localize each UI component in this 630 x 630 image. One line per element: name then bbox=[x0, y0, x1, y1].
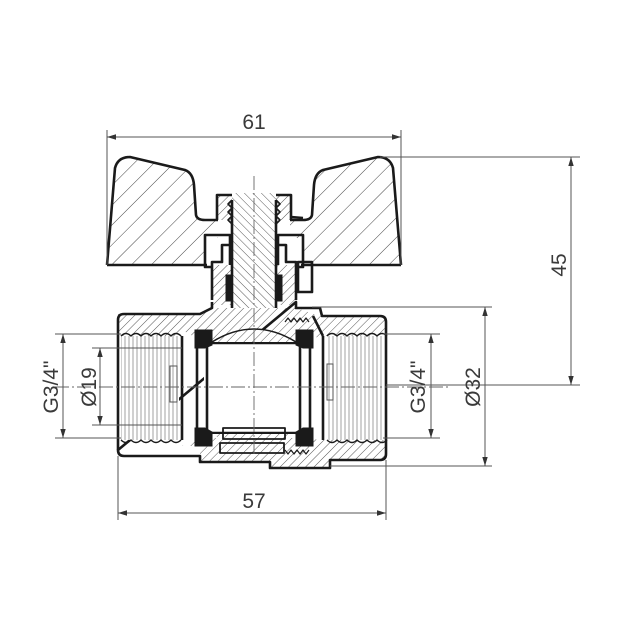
dim-label-g34-left: G3/4" bbox=[40, 361, 63, 414]
dimension-outer: Ø32 bbox=[312, 306, 492, 467]
dim-label-d32: Ø32 bbox=[462, 367, 485, 407]
dimension-body-length: 57 bbox=[117, 456, 387, 520]
butterfly-handle bbox=[105, 155, 403, 267]
dim-label-g34-right: G3/4" bbox=[407, 361, 430, 414]
dim-label-57: 57 bbox=[242, 490, 265, 513]
dim-label-45: 45 bbox=[548, 253, 571, 276]
seat-rings bbox=[194, 329, 314, 447]
dimension-handle-width: 61 bbox=[106, 111, 402, 265]
dimension-bore: Ø19 bbox=[78, 347, 182, 426]
dim-label-61: 61 bbox=[242, 111, 265, 134]
dimension-left-thread: G3/4" bbox=[40, 333, 121, 439]
center-lines bbox=[55, 176, 450, 455]
dim-label-d19: Ø19 bbox=[78, 367, 101, 407]
dimension-overall-height: 45 bbox=[380, 156, 580, 386]
valve-body bbox=[116, 300, 388, 470]
dimension-right-thread: G3/4" bbox=[383, 333, 440, 439]
ball bbox=[195, 328, 312, 454]
